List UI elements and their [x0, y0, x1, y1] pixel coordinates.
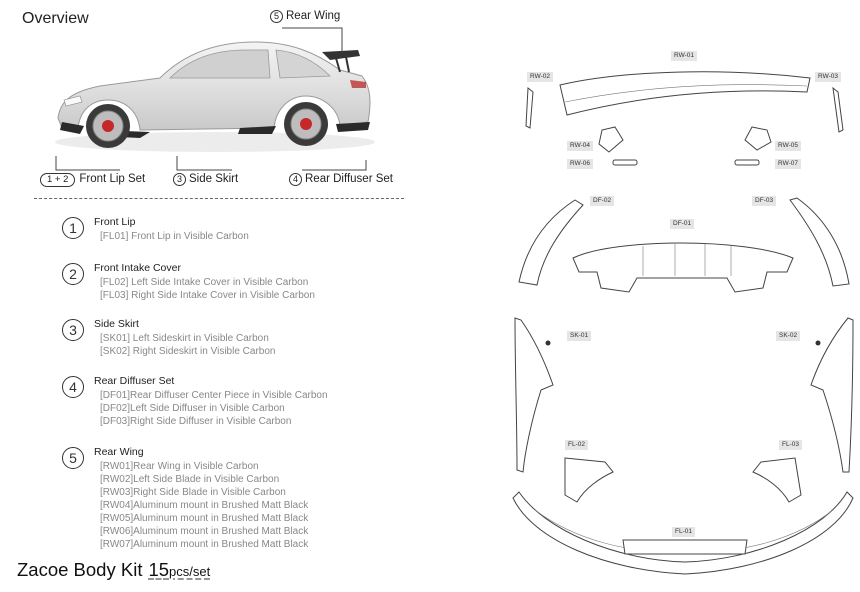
callout-label: Rear Diffuser Set [305, 173, 393, 185]
callout-number: 4 [289, 173, 302, 186]
leader-lines-bottom [55, 156, 367, 171]
part-rw04-mount [598, 126, 624, 153]
list-item: [RW05]Aluminum mount in Brushed Matt Bla… [100, 513, 309, 524]
part-label-sk01: SK-01 [567, 331, 592, 341]
section-items: [DF01]Rear Diffuser Center Piece in Visi… [100, 389, 328, 428]
page-title: Overview [22, 10, 89, 27]
list-item: [SK01] Left Sideskirt in Visible Carbon [100, 333, 269, 344]
list-item: [DF02]Left Side Diffuser in Visible Carb… [100, 403, 285, 414]
kit-qty-number: 15 [148, 559, 170, 580]
part-label-rw03: RW-03 [815, 72, 841, 82]
part-label-df03: DF-03 [752, 196, 777, 206]
kit-quantity: 15pcs/set [148, 559, 210, 580]
callout-label: Side Skirt [189, 173, 239, 185]
part-label-rw04: RW-04 [567, 141, 593, 151]
list-item: [RW04]Aluminum mount in Brushed Matt Bla… [100, 500, 309, 511]
part-sk01-side-skirt [514, 317, 554, 473]
part-label-rw01: RW-01 [671, 51, 697, 61]
section-items: [FL01] Front Lip in Visible Carbon [100, 230, 249, 243]
section-title: Rear Diffuser Set [94, 375, 175, 387]
section-number: 5 [62, 447, 84, 469]
part-label-fl01: FL-01 [672, 527, 695, 537]
list-item: [RW02]Left Side Blade in Visible Carbon [100, 474, 280, 485]
part-rw01-wing [559, 71, 811, 116]
list-item: [RW06]Aluminum mount in Brushed Matt Bla… [100, 526, 309, 537]
list-item: [DF03]Right Side Diffuser in Visible Car… [100, 416, 292, 427]
section-title: Side Skirt [94, 318, 139, 330]
part-label-sk02: SK-02 [776, 331, 801, 341]
section-divider [34, 198, 404, 199]
part-fl01-front-lip [512, 491, 854, 575]
part-label-df01: DF-01 [670, 219, 695, 229]
kit-qty-unit: pcs/set [169, 564, 211, 579]
section-title: Front Intake Cover [94, 262, 181, 274]
part-detail [564, 84, 808, 103]
list-item: [SK02] Right Sideskirt in Visible Carbon [100, 346, 276, 357]
section-number: 1 [62, 217, 84, 239]
parts-diagram [512, 71, 854, 575]
section-title: Rear Wing [94, 446, 144, 458]
part-label-fl03: FL-03 [779, 440, 802, 450]
callout-label: Front Lip Set [79, 173, 146, 185]
part-label-rw05: RW-05 [775, 141, 801, 151]
callout-number: 1 + 2 [40, 173, 76, 187]
part-rw06-mount [612, 159, 638, 166]
section-title: Front Lip [94, 216, 136, 228]
part-fl01-center-section [622, 539, 748, 555]
part-label-fl02: FL-02 [565, 440, 588, 450]
list-item: [DF01]Rear Diffuser Center Piece in Visi… [100, 390, 328, 401]
part-label-rw02: RW-02 [527, 72, 553, 82]
part-detail [642, 244, 732, 276]
part-df03-side-diffuser [789, 197, 850, 287]
callout-number: 5 [270, 10, 283, 23]
section-number: 4 [62, 376, 84, 398]
section-number: 2 [62, 263, 84, 285]
part-rw03-blade [832, 86, 844, 133]
callout-label: Rear Wing [286, 10, 341, 22]
list-item: [FL03] Right Side Intake Cover in Visibl… [100, 290, 315, 301]
section-items: [SK01] Left Sideskirt in Visible Carbon … [100, 332, 275, 358]
list-item: [RW03]Right Side Blade in Visible Carbon [100, 487, 286, 498]
section-items: [FL02] Left Side Intake Cover in Visible… [100, 276, 315, 302]
callout-number: 3 [173, 173, 186, 186]
part-rw02-blade [525, 87, 534, 129]
part-label-rw06: RW-06 [567, 159, 593, 169]
kit-name: Zacoe Body Kit [17, 559, 143, 580]
list-item: [RW01]Rear Wing in Visible Carbon [100, 461, 259, 472]
section-items: [RW01]Rear Wing in Visible Carbon [RW02]… [100, 460, 308, 551]
section-number: 3 [62, 319, 84, 341]
part-fl02-intake-cover [564, 457, 614, 503]
part-fl03-intake-cover [752, 457, 802, 503]
part-df02-side-diffuser [518, 199, 584, 286]
part-rw05-mount [744, 126, 772, 151]
part-rw07-mount [734, 159, 760, 166]
part-sk02-fastener [815, 340, 821, 346]
list-item: [RW07]Aluminum mount in Brushed Matt Bla… [100, 539, 309, 550]
part-df01-center-diffuser [572, 242, 794, 293]
car-illustration [55, 41, 375, 152]
list-item: [FL02] Left Side Intake Cover in Visible… [100, 277, 309, 288]
part-label-rw07: RW-07 [775, 159, 801, 169]
leader-line-rear-wing [282, 27, 343, 52]
part-sk02-side-skirt [810, 317, 854, 473]
list-item: [FL01] Front Lip in Visible Carbon [100, 231, 249, 242]
part-sk01-fastener [545, 340, 551, 346]
part-label-df02: DF-02 [590, 196, 615, 206]
